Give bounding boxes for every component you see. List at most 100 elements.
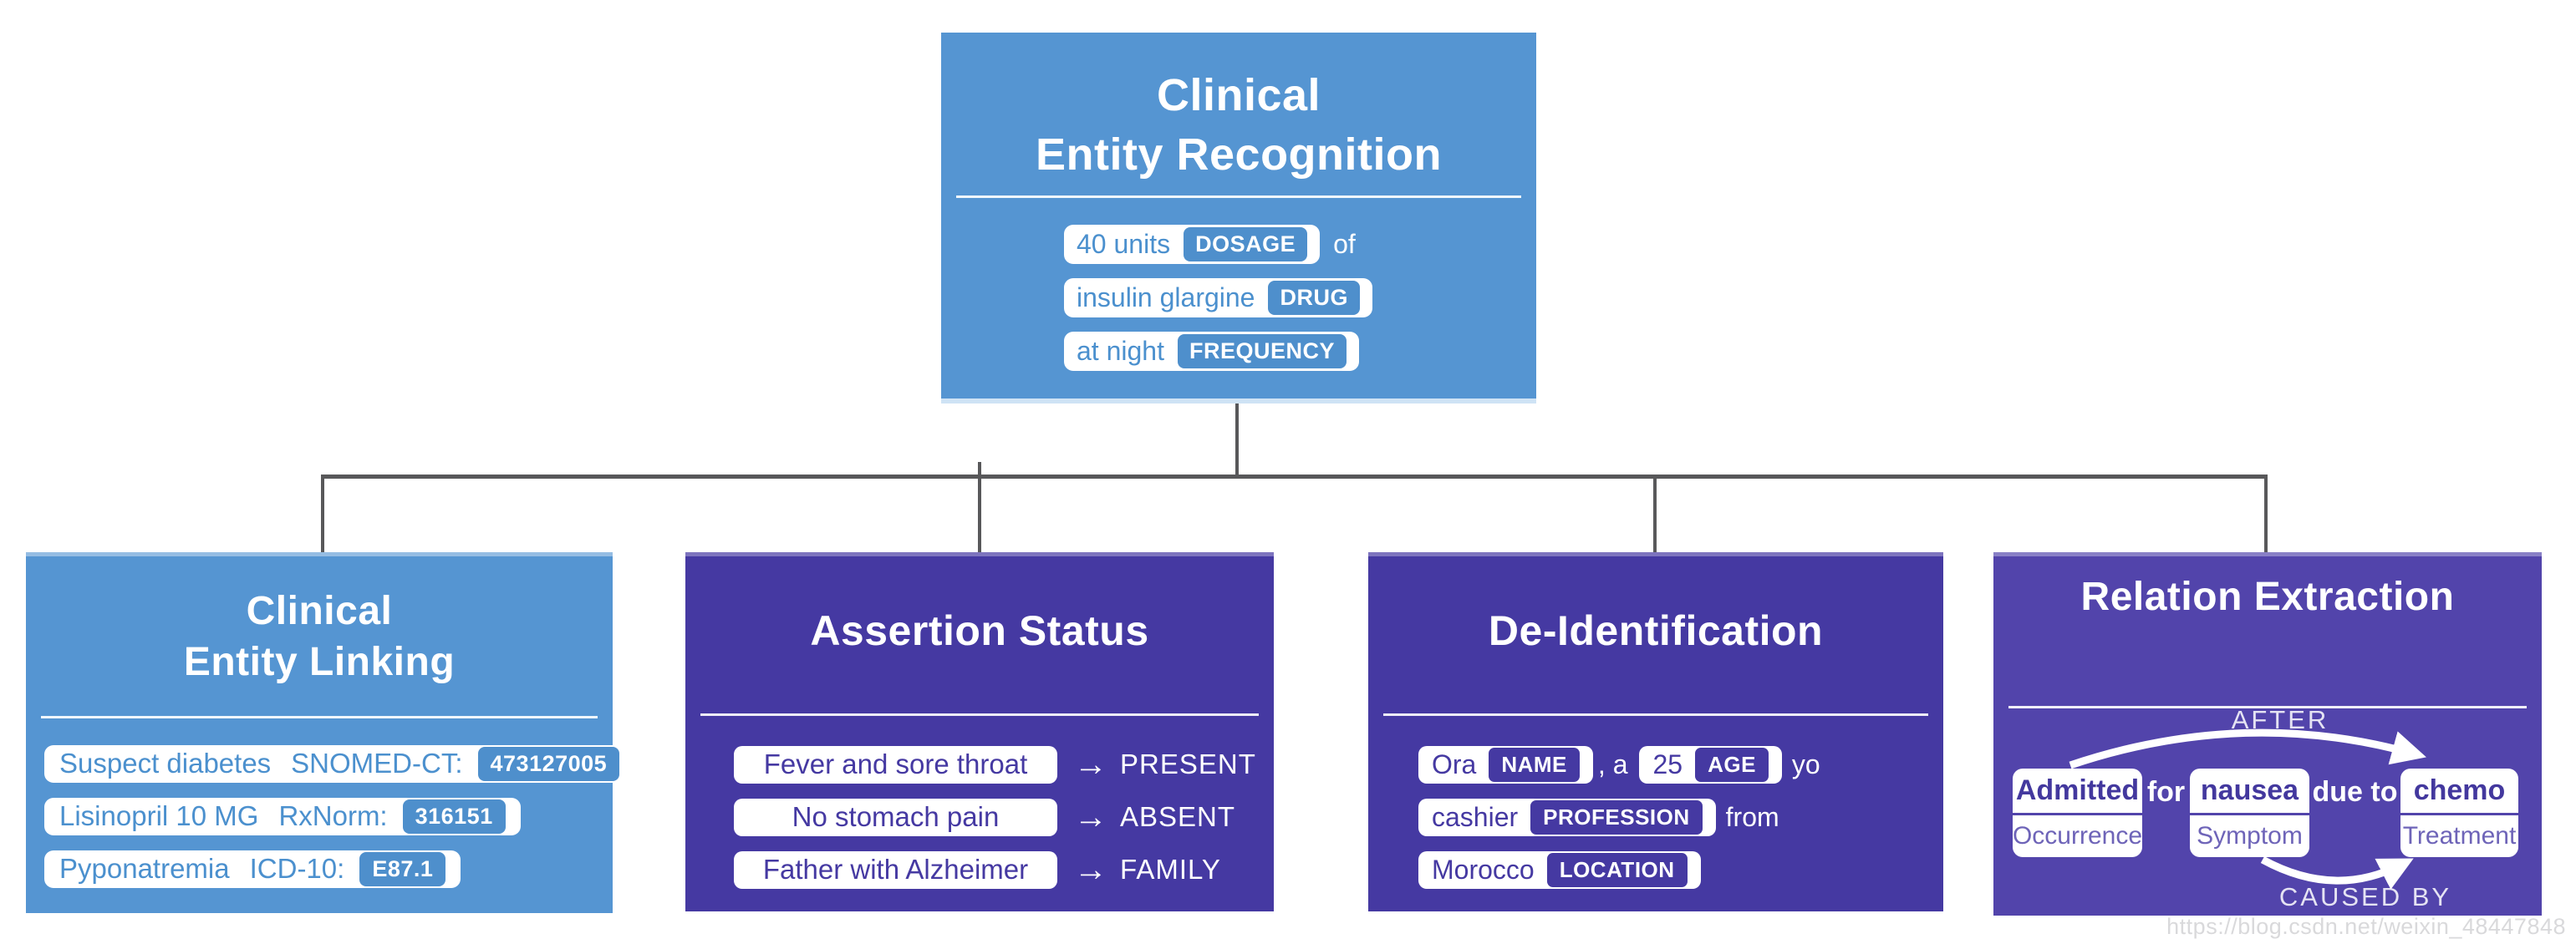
phi-text: cashier <box>1432 801 1519 832</box>
deidentification-box: De-Identification Ora NAME , a 25 AGE yo… <box>1368 552 1943 911</box>
phi-text: Ora <box>1432 749 1477 779</box>
list-item: cashier PROFESSION from <box>1418 798 1779 836</box>
divider <box>2008 706 2527 709</box>
context-text: from <box>1725 801 1779 832</box>
relation-card-chemo: chemo Treatment <box>2400 769 2518 857</box>
entity-text: chemo <box>2413 774 2506 806</box>
relation-arrows <box>2069 728 2426 890</box>
entity-type: Occurrence <box>2013 812 2142 857</box>
entity-text: at night <box>1077 335 1164 366</box>
list-item: insulin glargine DRUG <box>1064 277 1372 317</box>
assertion-status-title: Assertion Status <box>810 607 1149 654</box>
list-item: No stomach pain → ABSENT <box>734 798 1235 836</box>
caused-by-arrow-icon <box>2260 856 2414 890</box>
list-item: at night FREQUENCY <box>1064 331 1359 371</box>
entity-tag: FREQUENCY <box>1177 333 1347 368</box>
assertion-result: → FAMILY <box>1074 853 1221 886</box>
relation-card-nausea: nausea Symptom <box>2190 769 2309 857</box>
entity-linking-title: Clinical Entity Linking <box>26 556 613 688</box>
context-text: yo <box>1791 749 1820 779</box>
after-arrow-icon <box>2069 728 2426 769</box>
connector-drop-entity-linking <box>321 475 324 553</box>
divider <box>700 713 1259 716</box>
right-arrow-icon: → <box>1074 799 1108 835</box>
entity-text: Admitted <box>2015 774 2140 806</box>
status-badge: FAMILY <box>1120 854 1221 885</box>
divider <box>956 195 1521 198</box>
code-value-chip: 316151 <box>402 799 506 834</box>
list-item: Pyponatremia ICD-10: E87.1 <box>44 850 461 888</box>
phi-tag: PROFESSION <box>1530 799 1703 835</box>
entity-text: 40 units <box>1077 228 1171 259</box>
entity-pill: 40 units DOSAGE <box>1064 224 1321 264</box>
entity-text: insulin glargine <box>1077 282 1255 312</box>
phi-pill: cashier PROFESSION <box>1418 798 1716 836</box>
relation-card-admitted: Admitted Occurrence <box>2013 769 2142 857</box>
code-value-chip: 473127005 <box>477 746 620 781</box>
list-item: Fever and sore throat → PRESENT <box>734 745 1256 784</box>
title-line-1: Clinical <box>1156 70 1321 120</box>
list-item: Father with Alzheimer → FAMILY <box>734 850 1221 889</box>
code-system-label: SNOMED-CT: <box>291 748 463 779</box>
list-item: Morocco LOCATION <box>1418 850 1701 889</box>
phi-pill: 25 AGE <box>1639 745 1782 784</box>
context-text: of <box>1333 228 1356 259</box>
entity-text: Pyponatremia <box>59 853 230 885</box>
entity-linking-box: Clinical Entity Linking Suspect diabetes… <box>26 552 635 913</box>
right-arrow-icon: → <box>1074 746 1108 783</box>
phi-tag: AGE <box>1695 747 1769 782</box>
list-item: 40 units DOSAGE of <box>1064 224 1356 264</box>
list-item: Lisinopril 10 MG RxNorm: 316151 <box>44 797 521 835</box>
code-system-label: ICD-10: <box>249 853 345 885</box>
relation-extraction-title: Relation Extraction <box>2080 575 2455 619</box>
connector-drop-deidentification <box>1653 475 1657 553</box>
relation-label-after: AFTER <box>2231 705 2329 734</box>
title-line-2: Entity Linking <box>183 639 456 684</box>
entity-tag: DOSAGE <box>1184 226 1308 261</box>
list-item: Ora NAME , a 25 AGE yo <box>1418 745 1820 784</box>
phi-text: 25 <box>1652 749 1683 779</box>
list-item: Suspect diabetes SNOMED-CT: 473127005 <box>44 744 635 783</box>
status-badge: PRESENT <box>1120 749 1256 779</box>
connector-word: due to <box>2312 775 2398 808</box>
status-badge: ABSENT <box>1120 801 1236 832</box>
deidentification-title: De-Identification <box>1488 607 1824 654</box>
entity-pill: at night FREQUENCY <box>1064 331 1359 371</box>
watermark-url: https://blog.csdn.net/weixin_48447848 <box>2166 914 2566 939</box>
phi-tag: NAME <box>1489 747 1580 782</box>
context-text: , a <box>1597 749 1628 779</box>
phrase-pill: Father with Alzheimer <box>734 850 1057 889</box>
entity-tag: DRUG <box>1268 280 1360 315</box>
assertion-result: → PRESENT <box>1074 748 1256 781</box>
assertion-status-box: Assertion Status Fever and sore throat →… <box>685 552 1274 911</box>
entity-type: Symptom <box>2190 812 2309 857</box>
connector-horizontal <box>321 475 2268 479</box>
entity-linking-examples: Suspect diabetes SNOMED-CT: 473127005 Li… <box>44 744 635 888</box>
entity-text: nausea <box>2200 774 2299 806</box>
connector-drop-relation <box>2264 475 2268 553</box>
phi-text: Morocco <box>1432 854 1535 885</box>
phrase-pill: No stomach pain <box>734 798 1057 836</box>
code-system-label: RxNorm: <box>278 800 388 832</box>
assertion-result: → ABSENT <box>1074 800 1235 834</box>
code-value-chip: E87.1 <box>359 851 446 886</box>
divider <box>41 715 598 718</box>
divider <box>1383 713 1928 716</box>
connector-word: for <box>2146 775 2186 808</box>
phi-pill: Ora NAME <box>1418 745 1593 784</box>
entity-recognition-box: Clinical Entity Recognition 40 units DOS… <box>941 33 1536 403</box>
entity-text: Lisinopril 10 MG <box>59 800 259 832</box>
deidentification-examples: Ora NAME , a 25 AGE yo cashier PROFESSIO… <box>1418 745 1943 889</box>
entity-pill: insulin glargine DRUG <box>1064 277 1372 317</box>
assertion-status-examples: Fever and sore throat → PRESENT No stoma… <box>734 745 1274 889</box>
title-line-1: Clinical <box>246 589 393 633</box>
phi-tag: LOCATION <box>1546 852 1688 887</box>
title-line-2: Entity Recognition <box>1036 129 1442 180</box>
entity-recognition-examples: 40 units DOSAGE of insulin glargine DRUG… <box>1064 224 1536 371</box>
phrase-pill: Fever and sore throat <box>734 745 1057 784</box>
entity-text: Suspect diabetes <box>59 748 272 779</box>
right-arrow-icon: → <box>1074 851 1108 888</box>
entity-recognition-title: Clinical Entity Recognition <box>941 33 1536 185</box>
phi-pill: Morocco LOCATION <box>1418 850 1701 889</box>
